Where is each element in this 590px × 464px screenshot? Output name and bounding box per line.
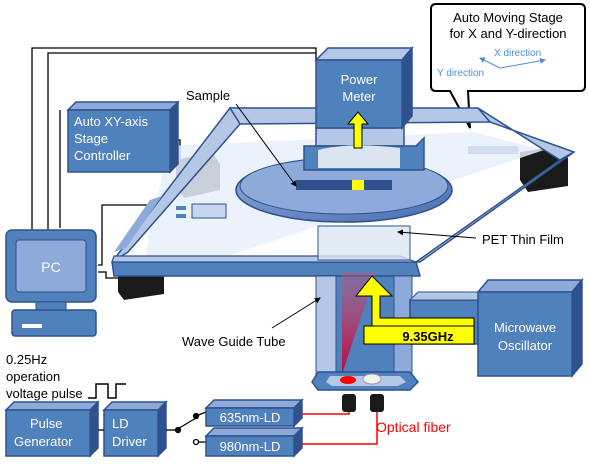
pulse-line2: operation bbox=[6, 369, 60, 384]
power-meter-line1: Power bbox=[341, 72, 379, 87]
controller-line1: Auto XY-axis bbox=[74, 114, 148, 129]
oscillator-line1: Microwave bbox=[494, 320, 556, 335]
pulse-annotation: 0.25Hz operation voltage pulse bbox=[6, 352, 126, 401]
waveguide-label: Wave Guide Tube bbox=[182, 334, 286, 349]
power-meter: Power Meter bbox=[303, 45, 425, 190]
pulse-line1: 0.25Hz bbox=[6, 352, 47, 367]
callout-line2: for X and Y-direction bbox=[449, 26, 566, 41]
ld980-label: 980nm-LD bbox=[220, 439, 281, 454]
callout-line1: Auto Moving Stage bbox=[453, 10, 563, 25]
microwave-beam bbox=[342, 272, 376, 374]
frequency-label: 9.35GHz bbox=[402, 329, 454, 344]
laser-head-white bbox=[362, 373, 382, 385]
controller-line2: Stage bbox=[74, 131, 108, 146]
pulse-waveform bbox=[88, 383, 126, 399]
annotation-leaders bbox=[235, 103, 477, 329]
microwave-oscillator: Microwave Oscillator bbox=[476, 277, 584, 379]
stage-callout: Auto Moving Stage for X and Y-direction … bbox=[430, 3, 586, 129]
power-meter-line2: Meter bbox=[342, 89, 376, 104]
y-direction-label: Y direction bbox=[437, 68, 484, 79]
optical-fibers bbox=[302, 412, 378, 445]
pc-cable-top bbox=[31, 47, 317, 232]
pulse-generator-line2: Generator bbox=[14, 434, 73, 449]
microwave-feed: 9.35GHz bbox=[354, 275, 485, 345]
pc-label: PC bbox=[41, 259, 60, 275]
oscillator-line2: Oscillator bbox=[498, 338, 553, 353]
driver-wiring bbox=[98, 411, 207, 446]
sample-disk bbox=[235, 157, 453, 223]
ld-635: 635nm-LD bbox=[204, 398, 304, 428]
ld-driver-line2: Driver bbox=[112, 434, 147, 449]
pulse-line3: voltage pulse bbox=[6, 386, 83, 401]
ld-driver-line1: LD bbox=[112, 416, 129, 431]
yellow-arrow-meter bbox=[346, 111, 370, 149]
ld-980: 980nm-LD bbox=[204, 426, 304, 458]
ld-driver: LD Driver bbox=[102, 400, 168, 458]
laser-head-red bbox=[340, 376, 356, 384]
yellow-arrow-feed bbox=[354, 275, 475, 327]
stage-controller: Auto XY-axis Stage Controller bbox=[66, 100, 180, 174]
sample-pad bbox=[296, 180, 392, 190]
pulse-generator: Pulse Generator bbox=[4, 400, 100, 458]
pulse-generator-line1: Pulse bbox=[30, 416, 63, 431]
x-direction-arrow bbox=[499, 57, 546, 69]
sample-label: Sample bbox=[186, 88, 230, 103]
optical-fiber-label: Optical fiber bbox=[376, 419, 451, 435]
y-direction-arrow bbox=[479, 57, 501, 69]
ld635-label: 635nm-LD bbox=[220, 410, 281, 425]
pet-film-label: PET Thin Film bbox=[482, 232, 564, 247]
x-direction-label: X direction bbox=[494, 48, 541, 59]
controller-line3: Controller bbox=[74, 148, 131, 163]
pc-icon: PC bbox=[5, 229, 97, 337]
